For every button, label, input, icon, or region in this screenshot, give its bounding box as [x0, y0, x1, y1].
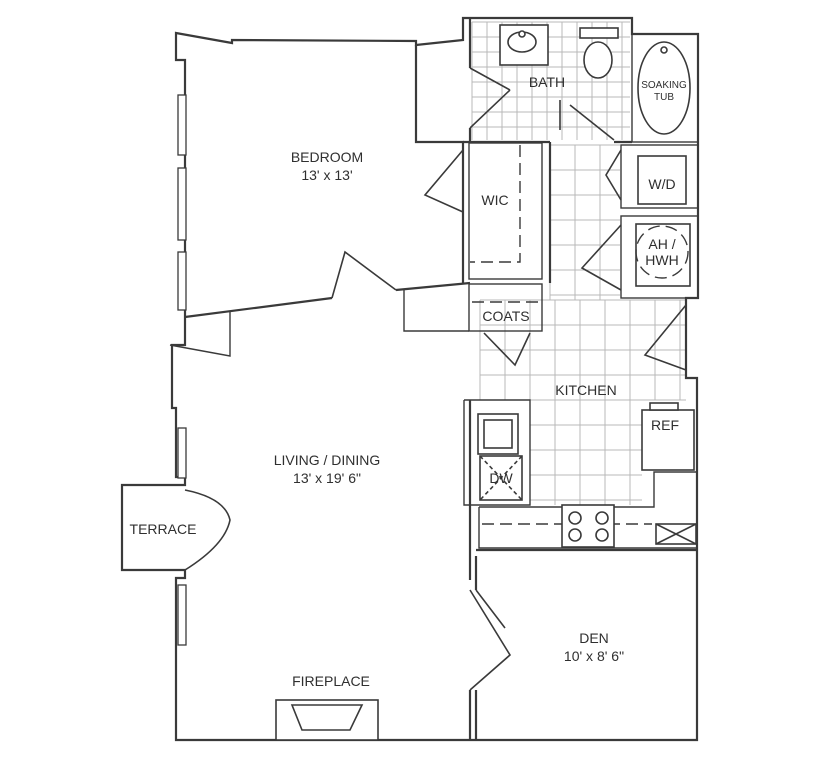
- ahhwh-closet: [620, 215, 699, 299]
- refrigerator-handle: [649, 402, 679, 411]
- outer-wall: [120, 16, 700, 742]
- window-3: [177, 251, 187, 311]
- burner-1: [568, 511, 582, 525]
- wic-wall: [468, 142, 543, 280]
- bedroom-east-wall: [414, 45, 465, 283]
- soaking-tub-label-2: TUB: [654, 92, 674, 103]
- labels: BEDROOM 13' x 13' WIC BATH SOAKING TUB W…: [130, 74, 687, 689]
- drain-icon: [518, 30, 526, 38]
- fixtures: [275, 24, 697, 741]
- dishwasher-x: [479, 455, 523, 501]
- toilet-tank: [579, 27, 619, 39]
- doors: [184, 67, 687, 691]
- bath-door: [469, 67, 511, 129]
- window-5: [177, 584, 187, 646]
- walls: [120, 16, 700, 742]
- tub-alcove: [631, 33, 699, 143]
- kitchen-sink-basin: [483, 419, 513, 449]
- window-4: [177, 427, 187, 479]
- den-wall: [468, 400, 697, 740]
- kitchen-side-door: [643, 304, 687, 371]
- coats-wall: [468, 283, 543, 332]
- wic-door: [423, 149, 464, 213]
- wd-label: W/D: [648, 176, 675, 192]
- ahhwh-label-1: AH /: [648, 236, 675, 252]
- wd-closet: [620, 144, 699, 209]
- soaking-tub-icon: [637, 41, 691, 135]
- bedroom-jog: [169, 312, 231, 357]
- washer-dryer-icon: [637, 155, 687, 205]
- burner-4: [595, 528, 609, 542]
- living-size: 13' x 19' 6": [293, 470, 361, 486]
- bath-label: BATH: [529, 74, 565, 90]
- window-1: [177, 94, 187, 156]
- wic-label: WIC: [481, 192, 508, 208]
- den-size: 10' x 8' 6": [564, 648, 624, 664]
- wd-door: [605, 149, 622, 201]
- bedroom-label: BEDROOM: [291, 149, 363, 165]
- burner-3: [568, 528, 582, 542]
- terrace-label: TERRACE: [130, 521, 197, 537]
- burner-2: [595, 511, 609, 525]
- ahhwh-label-2: HWH: [645, 252, 678, 268]
- kitchen-counter: [463, 399, 531, 506]
- water-heater-icon: [635, 225, 689, 279]
- soaking-tub-label-1: SOAKING: [641, 80, 687, 91]
- bedroom-size: 13' x 13': [301, 167, 352, 183]
- stove-icon: [561, 504, 615, 548]
- bedroom-south-wall: [184, 281, 471, 319]
- terrace-door: [184, 489, 231, 571]
- bath-entry-door: [559, 100, 615, 141]
- cabinet-x: [655, 523, 697, 545]
- kitchen-label: KITCHEN: [555, 382, 616, 398]
- den-label: DEN: [579, 630, 609, 646]
- fireplace-icon: [290, 704, 364, 731]
- wic-shelf: [470, 145, 521, 263]
- dw-label: DW: [489, 470, 513, 486]
- tub-drain-icon: [660, 46, 668, 54]
- windows: [177, 94, 187, 646]
- coats-door: [483, 332, 531, 367]
- air-handler-icon: [635, 223, 691, 287]
- bedroom-door: [331, 250, 397, 299]
- toilet-icon: [583, 41, 613, 79]
- ahhwh-door: [580, 224, 622, 291]
- living-label: LIVING / DINING: [274, 452, 381, 468]
- coats-label: COATS: [482, 308, 529, 324]
- fireplace-label: FIREPLACE: [292, 673, 370, 689]
- den-door: [469, 589, 512, 691]
- bath-wall: [463, 18, 632, 283]
- ref-label: REF: [651, 417, 679, 433]
- nook-wall: [403, 290, 469, 332]
- window-2: [177, 167, 187, 241]
